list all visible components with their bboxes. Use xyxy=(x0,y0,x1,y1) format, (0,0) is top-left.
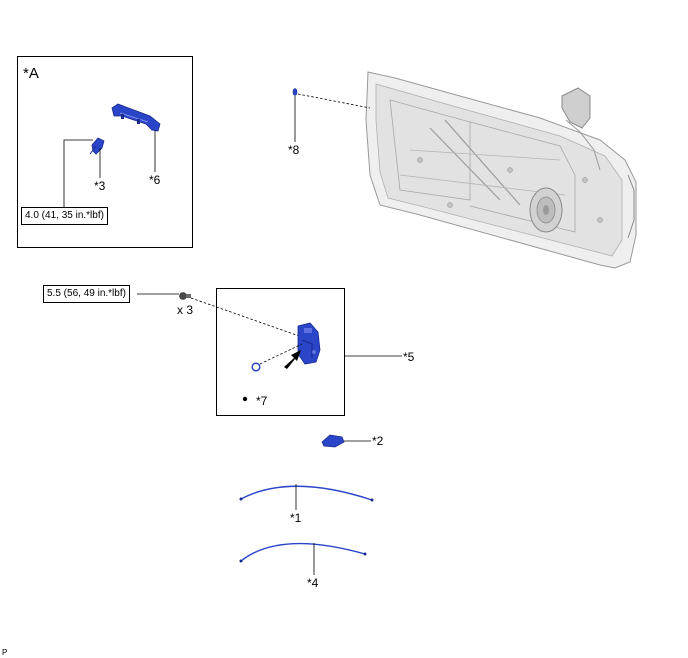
door-panel xyxy=(365,71,637,269)
callout-1: *1 xyxy=(290,511,302,525)
torque-spec-1: 4.0 (41, 35 in.*lbf) xyxy=(21,207,108,225)
leader-7-dashed xyxy=(259,343,303,365)
part-1-cable xyxy=(239,485,374,502)
bullet-7 xyxy=(242,396,248,402)
footer-code: P xyxy=(2,648,8,657)
part-2-cover xyxy=(321,434,345,448)
part-8-clip xyxy=(292,88,298,96)
callout-4: *4 xyxy=(307,576,319,590)
detail-box-a-frame xyxy=(17,56,193,248)
install-arrow xyxy=(284,350,301,369)
part-3-bracket xyxy=(89,137,105,155)
part-4-cable xyxy=(239,542,367,563)
leader-bolt-dashed xyxy=(190,297,303,338)
part-bolt xyxy=(179,292,191,300)
leader-8-dashed xyxy=(297,93,371,109)
part-6-outside-handle xyxy=(111,103,161,132)
callout-8: *8 xyxy=(288,143,300,157)
torque-spec-2: 5.5 (56, 49 in.*lbf) xyxy=(43,285,130,303)
bolt-quantity: x 3 xyxy=(177,303,194,317)
callout-5: *5 xyxy=(403,350,415,364)
callout-7: *7 xyxy=(256,394,268,408)
callout-6: *6 xyxy=(149,173,161,187)
callout-3: *3 xyxy=(94,179,106,193)
detail-box-title: *A xyxy=(23,65,39,82)
detail-box-5-frame xyxy=(216,288,345,416)
part-5-door-lock xyxy=(297,322,321,365)
leader-torque-1 xyxy=(63,139,93,207)
part-7-seal xyxy=(251,362,261,372)
callout-2: *2 xyxy=(372,434,384,448)
